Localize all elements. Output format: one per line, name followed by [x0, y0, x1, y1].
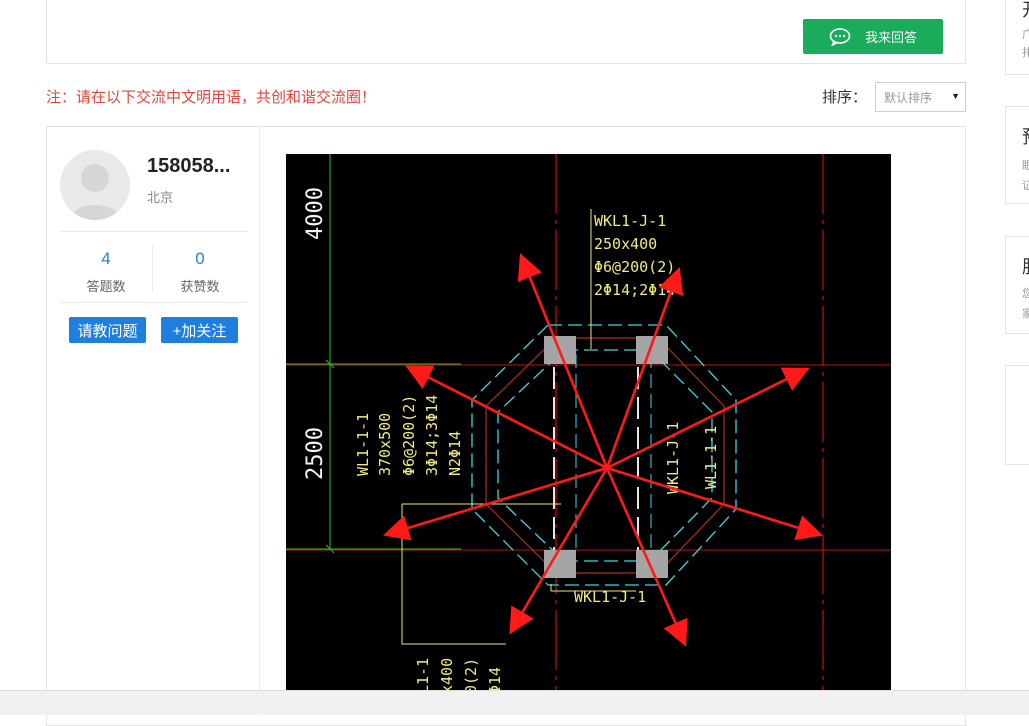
beam-label: L1-1: [414, 658, 432, 694]
chat-bubble-icon: [829, 27, 851, 46]
outline-octagon: [485, 337, 725, 574]
user-city: 北京: [147, 190, 174, 205]
username[interactable]: 158058...: [147, 155, 231, 177]
bottom-bar: [0, 690, 1029, 715]
beam-label: WKL1-J-1: [574, 588, 646, 606]
dimension-text: 2500: [303, 427, 328, 480]
beam-label: WL1-1-1: [354, 413, 372, 476]
beam-label: 0(2): [462, 658, 480, 694]
sidebar-card[interactable]: 开 广 排: [1005, 0, 1029, 75]
beam-label: 3Φ14;3Φ14: [423, 395, 441, 476]
beam-label: 2Φ14;2Φ14: [594, 281, 675, 299]
sidebar-card[interactable]: 肌 您 家: [1005, 236, 1029, 334]
beam-label: WL1-1-1: [702, 426, 720, 489]
outline-octagon: [471, 324, 737, 586]
beam-label: 250x400: [594, 235, 657, 253]
card-divider: [259, 127, 260, 717]
red-arrow: [605, 467, 688, 647]
follow-button[interactable]: +加关注: [161, 317, 238, 343]
red-arrow: [606, 466, 823, 541]
likes-count: 0: [195, 249, 205, 268]
beam-label: N2Φ14: [446, 431, 464, 476]
answers-label: 答题数: [86, 279, 126, 294]
sidebar-card-heading: 肌: [1022, 253, 1029, 279]
column-block: [636, 550, 668, 578]
red-arrow: [517, 253, 609, 469]
answers-count: 4: [101, 249, 111, 268]
beam-label: WKL1-J-1: [664, 422, 682, 494]
sort-selected-value: 默认排序: [884, 90, 933, 105]
sidebar-card-text: 排: [1022, 44, 1029, 60]
notice-text: 注：请在以下交流中文明用语，共创和谐交流圈！: [46, 89, 377, 106]
dimension-text: 4000: [303, 187, 328, 240]
divider: [60, 231, 248, 232]
red-arrow: [383, 466, 608, 541]
sidebar-card[interactable]: [1005, 365, 1029, 465]
red-arrow: [605, 267, 684, 469]
beam-label: Φ6@200(2): [594, 258, 675, 276]
beam-label: Φ14: [486, 667, 504, 694]
sidebar-card-text: 广: [1022, 26, 1029, 42]
answer-button-label: 我来回答: [864, 30, 917, 45]
likes-label: 获赞数: [180, 279, 220, 294]
red-arrow: [405, 365, 608, 470]
red-arrow: [606, 367, 810, 470]
sidebar-card-text: 家: [1022, 305, 1029, 321]
stat-divider: [152, 245, 153, 293]
beam-label: Φ6@200(2): [400, 395, 418, 476]
sort-label: 排序：: [822, 89, 868, 106]
avatar[interactable]: [60, 150, 130, 220]
sidebar-card-text: 证: [1022, 177, 1029, 193]
sort-select[interactable]: 默认排序 ▼: [875, 82, 966, 112]
sidebar-card-text: 您: [1022, 285, 1029, 301]
sidebar-card-heading: 预: [1022, 123, 1029, 149]
sidebar-card-text: 眼: [1022, 157, 1029, 173]
red-arrow: [509, 467, 609, 635]
answer-button[interactable]: 我来回答: [803, 19, 943, 54]
dropdown-arrow-icon: ▼: [951, 91, 960, 101]
sidebar-card[interactable]: 预 眼 证: [1005, 106, 1029, 204]
cad-drawing-image[interactable]: 4000 2500 WKL1-J-1 250x400 Φ6@200(2) 2Φ1…: [286, 154, 891, 694]
column-block: [544, 550, 576, 578]
beam-label: WKL1-J-1: [594, 212, 666, 230]
default-avatar-icon: [70, 164, 120, 220]
ask-question-button[interactable]: 请教问题: [69, 317, 146, 343]
beam-label: 370x500: [376, 413, 394, 476]
sidebar-card-heading: 开: [1022, 0, 1029, 22]
divider: [60, 302, 248, 303]
beam-label: x400: [438, 658, 456, 694]
